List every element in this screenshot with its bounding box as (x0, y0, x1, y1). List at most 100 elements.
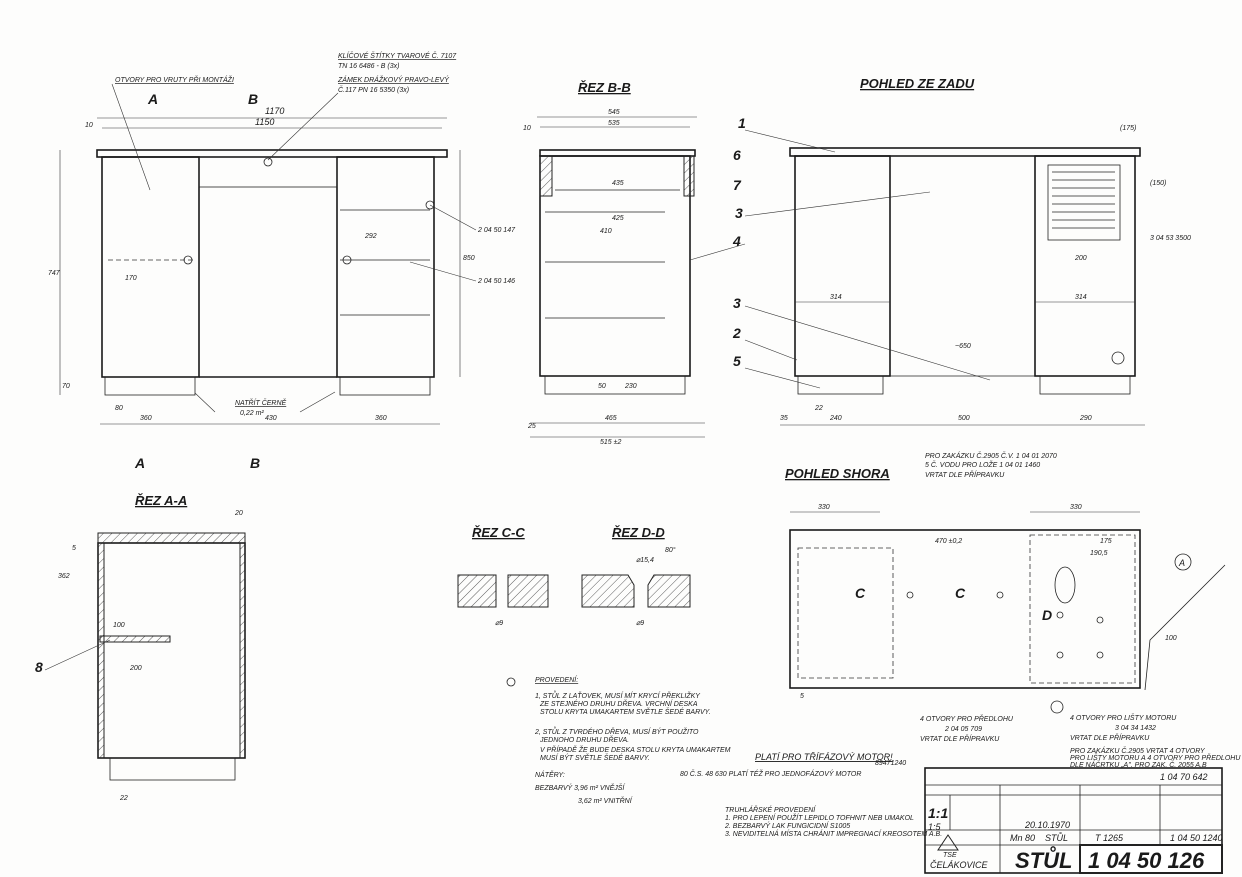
dim-314-left: 314 (830, 294, 842, 301)
doc-number-top: 1 04 70 642 (1160, 772, 1208, 782)
dim-150: (150) (1150, 180, 1166, 187)
note-2a: 2, STŮL Z TVRDÉHO DŘEVA, MUSÍ BÝT POUŽIT… (534, 726, 699, 736)
dim-20: 20 (234, 510, 243, 517)
section-d-d: ŘEZ D-D ⌀15,4 80° ⌀9 (581, 525, 691, 627)
section-mark-a-bottom: A (134, 455, 145, 471)
dim-5-aa: 5 (72, 545, 76, 552)
dim-22-aa: 22 (119, 795, 128, 802)
note-order-3: DLE NÁČRTKU „A". PRO ZAK. Č. 2055 A,B (1070, 760, 1207, 769)
dim-35: 35 (780, 415, 788, 422)
dim-1170: 1170 (265, 106, 284, 116)
carpentry-note-1: 1. PRO LEPENÍ POUŽÍT LEPIDLO TOFHNIT NEB… (725, 813, 914, 822)
callout-5: 5 (733, 353, 741, 369)
dim-330-right: 330 (1070, 504, 1082, 511)
callout-2: 2 (732, 325, 741, 341)
carpentry-note-3: 3. NEVIDITELNÁ MÍSTA CHRÁNIT IMPREGNACÍ … (725, 829, 942, 838)
note-single-phase: 80 Č.S. 48 630 PLATÍ TÉŽ PRO JEDNOFÁZOVÝ… (680, 769, 861, 778)
dim-430: 430 (265, 415, 277, 422)
dim-650: ~650 (955, 343, 971, 350)
dim-5-top: 5 (800, 693, 804, 700)
note-motor-part: 3 04 34 1432 (1115, 725, 1156, 732)
dim-170: 170 (125, 275, 137, 282)
dim-515: 515 ±2 (600, 439, 621, 446)
dim-50: 50 (598, 383, 606, 390)
dim-dia-15: ⌀15,4 (636, 557, 654, 564)
right-pedestal (336, 156, 435, 378)
rear-view-title: POHLED ZE ZADU (860, 76, 975, 91)
title-block: 1 04 70 642 1:1 1:5 20.10.1970 Mn 80 STŮ… (924, 767, 1223, 874)
dim-175-top: 175 (1100, 538, 1112, 545)
scale-1-5: 1:5 (928, 822, 942, 832)
grille-part-number: 3 04 53 3500 (1150, 235, 1191, 242)
dim-10: 10 (85, 122, 93, 129)
dim-100: 100 (113, 622, 125, 629)
section-a-a: ŘEZ A-A 20 362 100 200 22 5 8 (35, 493, 246, 802)
note-screw-holes: OTVORY PRO VRUTY PŘI MONTÁŽI (115, 75, 234, 84)
note-motor-holes: 4 OTVORY PRO LIŠTY MOTORU (1070, 713, 1177, 722)
section-c-c: ŘEZ C-C ⌀9 (457, 525, 549, 627)
detail-a-sketch (1144, 564, 1226, 691)
paint-inner: 3,62 m² VNITŘNÍ (578, 796, 633, 805)
top-view: POHLED SHORA PRO ZAKÁZKU Č.2905 Č.V. 1 0… (785, 451, 1241, 769)
carpentry-heading: TRUHLÁŘSKÉ PROVEDENÍ (725, 805, 816, 814)
dim-70: 70 (62, 383, 70, 390)
dim-330-left: 330 (818, 504, 830, 511)
drawing-name: STŮL (1015, 845, 1072, 873)
dim-200-aa: 200 (129, 665, 142, 672)
execution-notes: PROVEDENÍ: 1, STŮL Z LAŤOVEK, MUSÍ MÍT K… (506, 675, 942, 838)
dim-425: 425 (612, 215, 624, 222)
label-d: D (1042, 607, 1052, 623)
dim-240: 240 (829, 415, 842, 422)
paint-outer: BEZBARVÝ 3,96 m² VNĚJŠÍ (535, 783, 625, 792)
company-name: ČELÁKOVICE (930, 860, 989, 870)
section-b-b: ŘEZ B-B 545 535 435 425 410 465 515 ±2 2… (523, 80, 705, 446)
dim-465: 465 (605, 415, 617, 422)
carpentry-note-2: 2. BEZBARVÝ LAK FUNGICIDNÍ S1005 (724, 821, 850, 830)
note-lock-norm: Č.117 PN 16 5350 (3x) (338, 85, 409, 94)
top-note-drill: VRTAT DLE PŘÍPRAVKU (925, 470, 1005, 479)
dim-470: 470 ±0,2 (935, 538, 962, 545)
part-number-147: 2 04 50 147 (477, 227, 516, 234)
label-c-right: C (955, 585, 966, 601)
note-holes-gear: 4 OTVORY PRO PŘEDLOHU (920, 714, 1014, 723)
section-aa-title: ŘEZ A-A (135, 493, 187, 508)
notes-heading: PROVEDENÍ: (535, 675, 578, 684)
dim-100-detail: 100 (1165, 635, 1177, 642)
note-holes-gear-part: 2 04 05 709 (944, 726, 982, 733)
dim-angle-80: 80° (665, 546, 676, 554)
note-2b: JEDNOHO DRUHU DŘEVA. (539, 735, 629, 744)
dim-10-bb: 10 (523, 125, 531, 132)
note-motor-drill: VRTAT DLE PŘÍPRAVKU (1070, 733, 1150, 742)
callout-4: 4 (732, 233, 741, 249)
company-logo (937, 834, 959, 851)
note-1a: 1, STŮL Z LAŤOVEK, MUSÍ MÍT KRYCÍ PŘEKLI… (535, 690, 701, 700)
section-bb-title: ŘEZ B-B (578, 80, 631, 95)
norm-number: T 1265 (1095, 833, 1124, 843)
part-number-146: 2 04 50 146 (477, 278, 515, 285)
ventilation-grille (1047, 164, 1121, 241)
left-pedestal (101, 156, 200, 378)
drawing-date: 20.10.1970 (1024, 820, 1070, 830)
note-key-plates: KLÍČOVÉ ŠTÍTKY TVAROVÉ Č. 7107 (338, 51, 457, 60)
callouts: 1 6 7 3 4 3 2 5 (689, 115, 991, 389)
note-lock: ZÁMEK DRÁŽKOVÝ PRAVO-LEVÝ (337, 75, 450, 84)
note-three-phase: PLATÍ PRO TŘÍFÁZOVÝ MOTOR! (755, 752, 893, 762)
note-1c: STOLU KRYTA UMAKARTEM SVĚTLE ŠEDÉ BARVY. (540, 707, 711, 716)
callout-3b: 3 (733, 295, 741, 311)
top-note-order: PRO ZAKÁZKU Č.2905 Č.V. 1 04 01 2070 (925, 451, 1057, 460)
dim-500: 500 (958, 415, 970, 422)
note-paint-area: 0,22 m² (240, 410, 264, 417)
callout-6: 6 (733, 147, 741, 163)
paints-heading: NÁTĚRY: (535, 770, 565, 779)
note-2d: MUSÍ BÝT SVĚTLE ŠEDÉ BARVY. (540, 753, 650, 762)
type-label: STŮL (1045, 832, 1068, 843)
note-1b: ZE STEJNÉHO DRUHU DŘEVA. VRCHNÍ DESKA (539, 699, 698, 708)
note-paint-black: NATŘÍT ČERNĚ (235, 398, 287, 407)
reference-number: 89471240 (875, 760, 906, 767)
dim-435: 435 (612, 180, 624, 187)
front-view: 1170 1150 10 360 430 360 850 747 80 70 2… (48, 51, 516, 471)
old-number: 1 04 50 1240 (1170, 833, 1223, 843)
dim-dia-9-cc: ⌀9 (495, 620, 503, 627)
